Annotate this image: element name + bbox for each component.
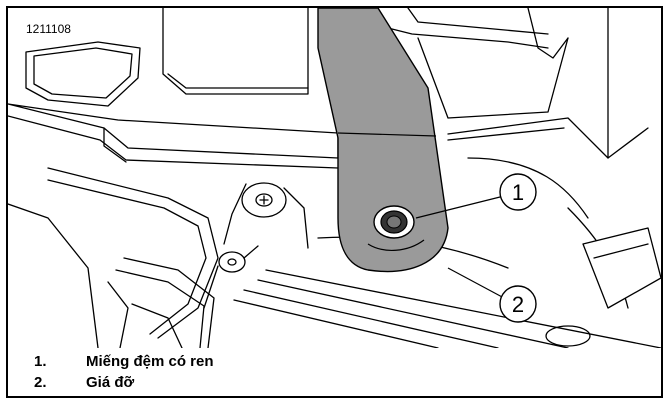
technical-illustration: 1 2 [8, 8, 661, 348]
callout-2-label: 2 [512, 292, 524, 317]
bracket-part [317, 8, 449, 273]
legend: 1. Miếng đệm có ren 2. Giá đỡ [34, 351, 634, 393]
strap-bracket [123, 257, 215, 348]
legend-text: Miếng đệm có ren [86, 353, 214, 370]
upper-housing [162, 8, 309, 95]
figure-frame: 1 2 1211108 1. Miếng đệm có ren 2. Giá đ… [6, 6, 663, 398]
callout-1-circle [499, 173, 537, 211]
legend-number: 1. [34, 353, 47, 370]
callout-1-label: 1 [512, 180, 524, 205]
legend-item-1: 1. Miếng đệm có ren [34, 351, 634, 372]
figure-id: 1211108 [24, 22, 73, 36]
legend-number: 2. [34, 374, 47, 391]
top-left-panel [25, 41, 141, 107]
callout-2-circle [499, 285, 537, 323]
main-plate [8, 103, 339, 159]
legend-item-2: 2. Giá đỡ [34, 372, 634, 393]
legend-text: Giá đỡ [86, 374, 135, 391]
